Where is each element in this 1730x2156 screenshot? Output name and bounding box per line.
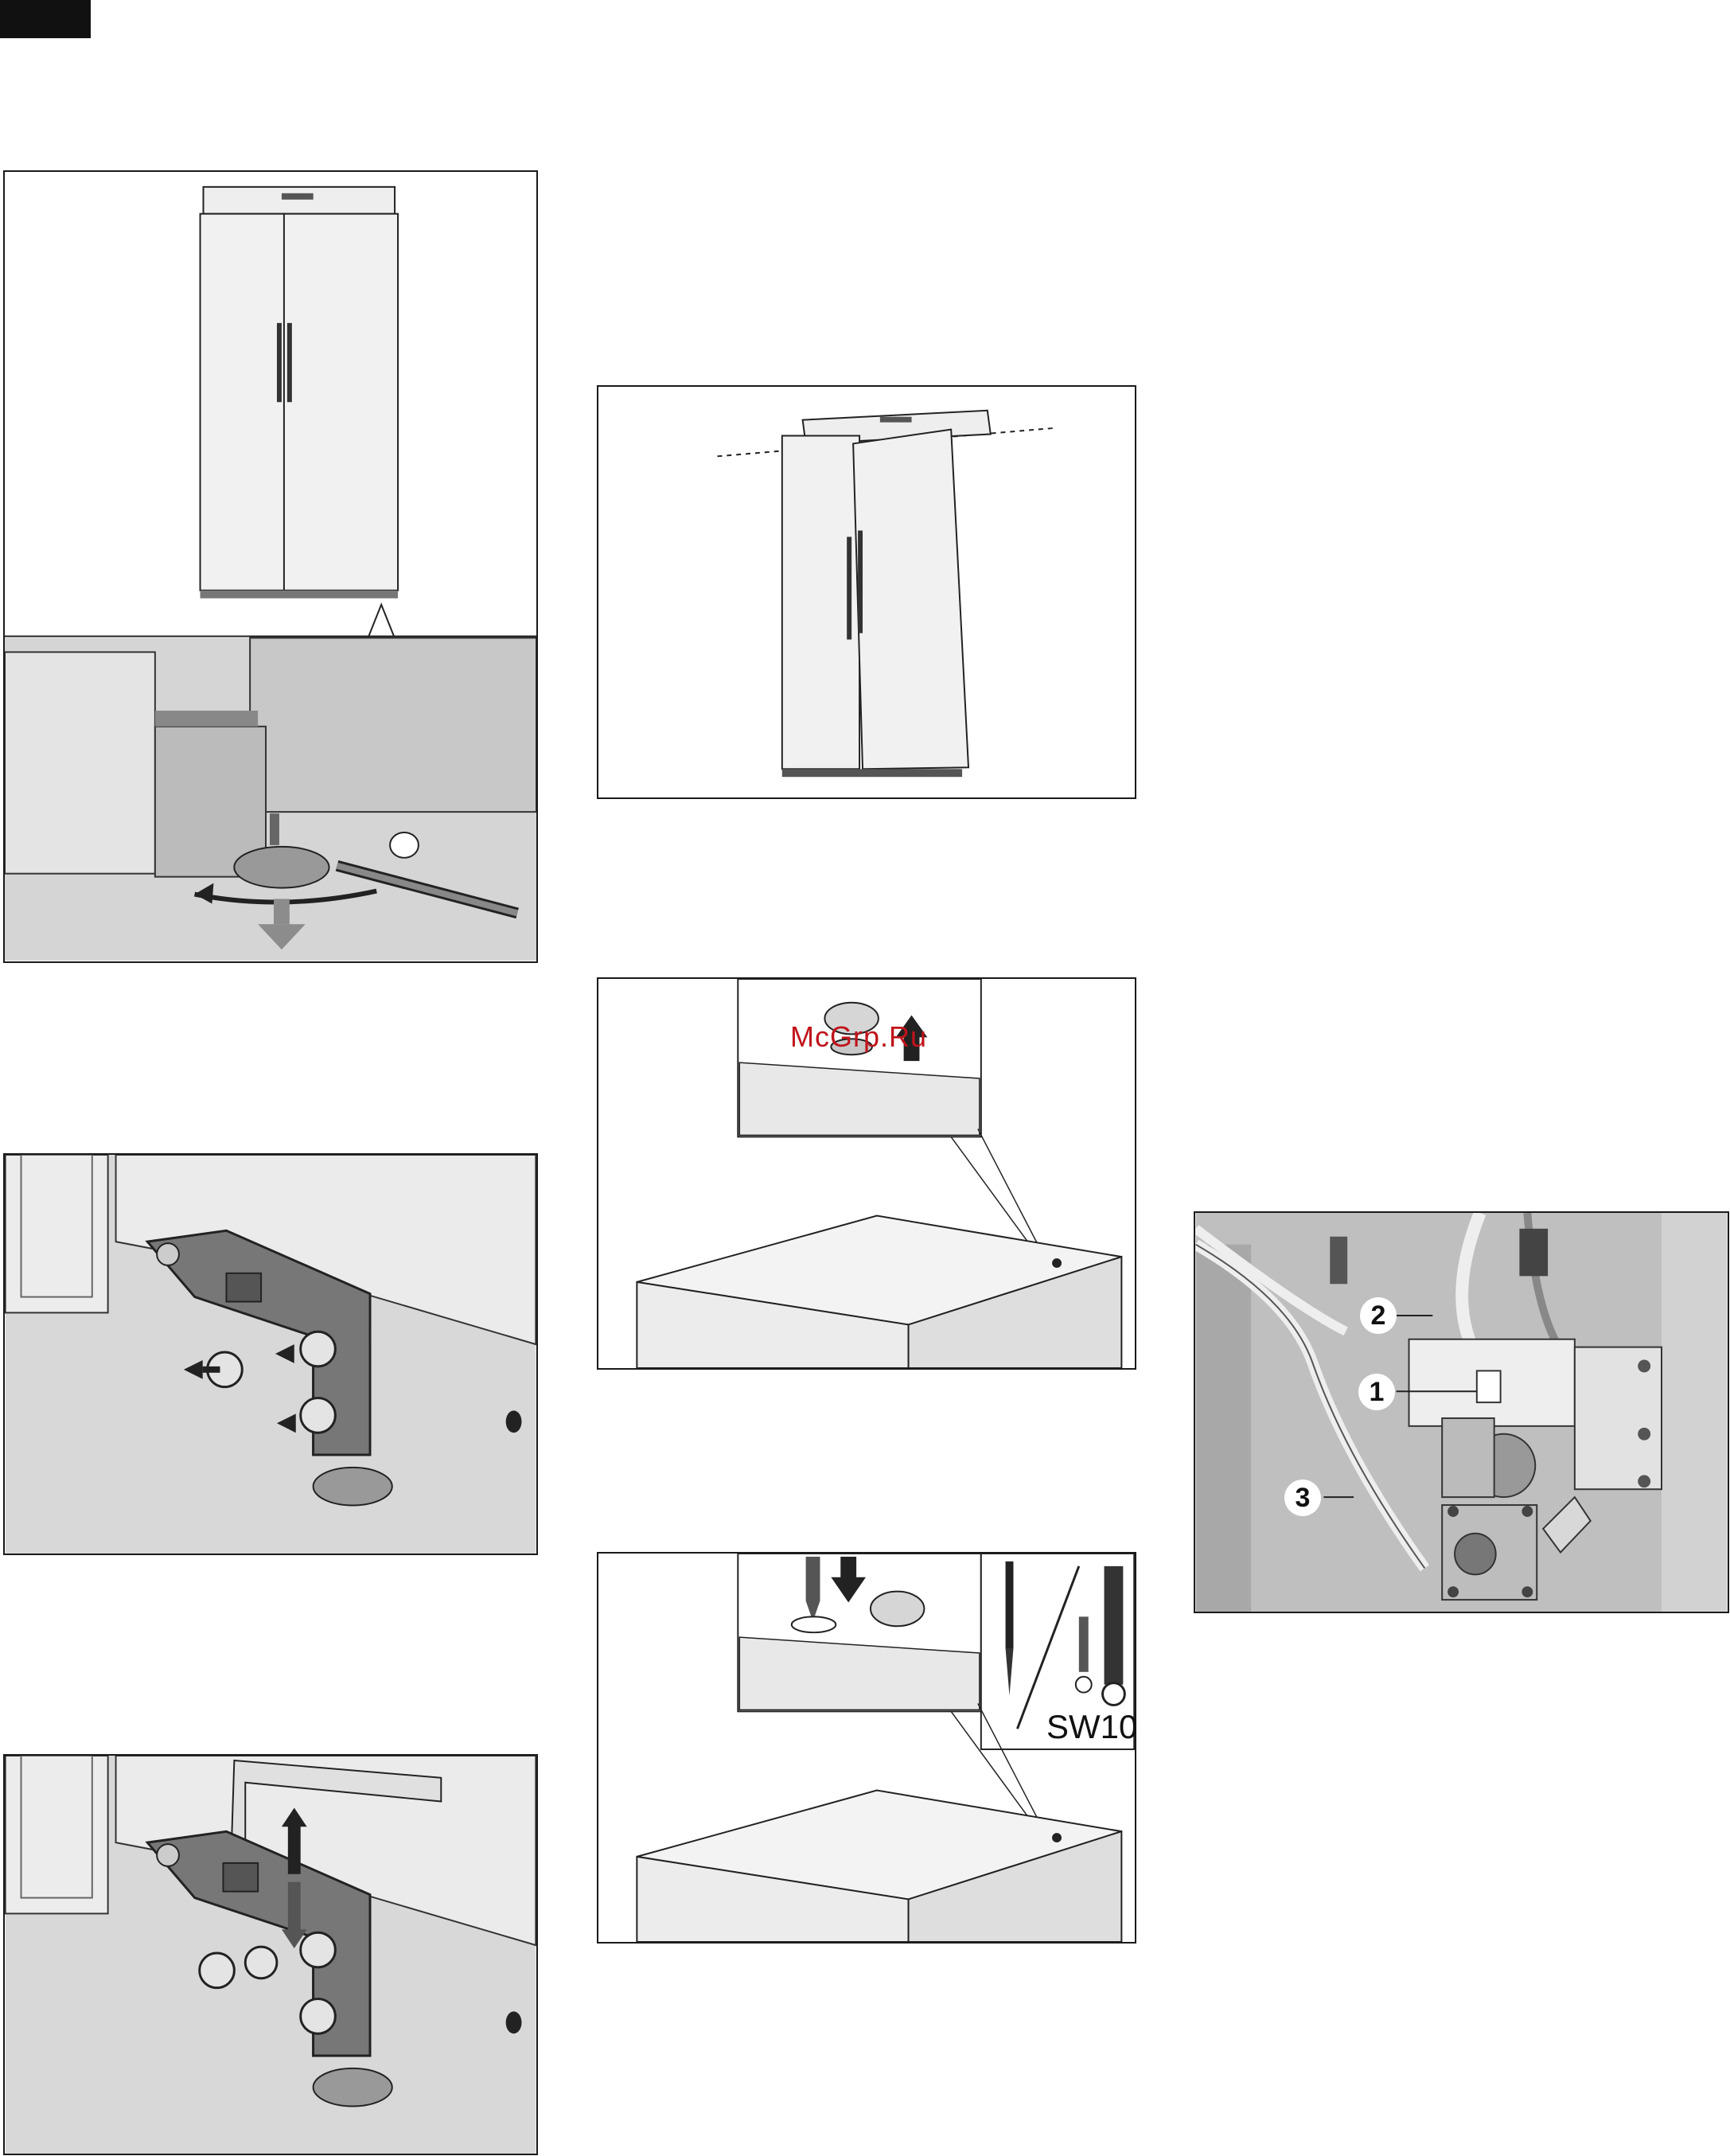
watermark: McGrp.Ru <box>790 1020 927 1054</box>
callout-1: 1 <box>1358 1374 1395 1410</box>
water-valve-illustration <box>1195 1213 1728 1612</box>
callout-2: 2 <box>1360 1297 1397 1334</box>
figure-cap-screw-tools <box>597 1552 1136 1944</box>
figure-hinge-screws <box>3 1153 538 1555</box>
figure-hinge-height-adjust <box>3 1754 538 2155</box>
cap-screw-illustration <box>598 1554 1135 1942</box>
callout-3: 3 <box>1284 1480 1321 1516</box>
door-alignment-illustration <box>598 387 1135 797</box>
figure-door-alignment <box>597 385 1136 799</box>
page-header-tab <box>0 0 91 38</box>
hinge-adjust-illustration <box>5 1756 536 2154</box>
leveling-foot-illustration <box>5 172 536 961</box>
figure-water-valve <box>1194 1211 1729 1613</box>
wrench-size-label: SW10 <box>1046 1708 1137 1746</box>
figure-leveling-foot <box>3 170 538 963</box>
hinge-screws-illustration <box>5 1155 536 1554</box>
